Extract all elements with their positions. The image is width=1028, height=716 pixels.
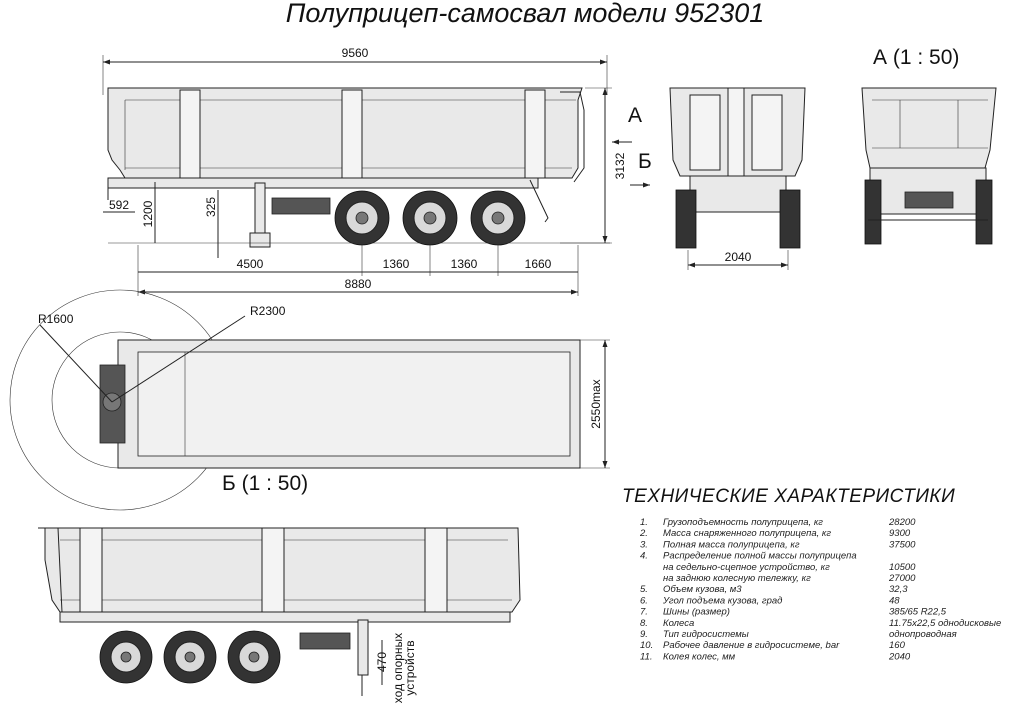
dim-frame-length: 8880 [345, 277, 372, 291]
specs-heading: ТЕХНИЧЕСКИЕ ХАРАКТЕРИСТИКИ [622, 486, 955, 507]
body-post [179, 89, 201, 179]
spec-number: 7. [640, 607, 648, 618]
spec-value: однопроводная [889, 629, 957, 640]
spec-row: 7. Шины (размер) 385/65 R22,5 [640, 607, 947, 618]
spec-label: Масса снаряженного полуприцепа, кг [663, 528, 831, 539]
spec-row: 11. Колея колес, мм 2040 [640, 651, 911, 662]
spec-label: Шины (размер) [663, 607, 730, 618]
dim-overall-length: 9560 [342, 46, 369, 60]
spec-value: 48 [889, 595, 900, 606]
radius-swing-label: R2300 [250, 304, 286, 318]
radius-front-label: R1600 [38, 312, 74, 326]
spec-value: 160 [889, 640, 906, 651]
dim-height: 3132 [613, 152, 627, 179]
dim-axle-spacing-1: 1360 [383, 257, 410, 271]
drawing-title: Полуприцеп-самосвал модели 952301 [286, 0, 765, 28]
spec-number: 6. [640, 595, 648, 606]
arrow-a-label: А [628, 104, 642, 127]
side-view: 9560 [102, 46, 627, 296]
dim-coupling-height: 1200 [141, 200, 155, 227]
support-travel-label-1: ход опорных [391, 633, 405, 703]
spec-number: 3. [640, 539, 648, 550]
spec-value: 32,3 [889, 584, 908, 595]
side-view-rear: 470 ход опорных устройств [38, 527, 521, 703]
spec-value: 9300 [889, 528, 911, 539]
spec-value: 2040 [888, 651, 911, 662]
spec-number: 1. [640, 517, 648, 528]
spec-number: 5. [640, 584, 648, 595]
view-b-title: Б (1 : 50) [222, 472, 308, 495]
spec-label: на заднюю колесную тележку, кг [663, 573, 811, 584]
dim-rear-overhang: 1660 [525, 257, 552, 271]
spec-row: на заднюю колесную тележку, кг 27000 [663, 573, 916, 584]
toolbox [271, 197, 331, 215]
spec-label: Объем кузова, м3 [663, 584, 742, 595]
spec-label: на седельно-сцепное устройство, кг [663, 562, 830, 573]
spec-label: Полная масса полуприцепа, кг [663, 539, 800, 550]
spec-value: 28200 [888, 517, 916, 528]
rear-axle-group-2 [99, 630, 281, 684]
spec-value: 10500 [889, 562, 916, 573]
arrow-b-label: Б [638, 150, 652, 173]
dim-support-travel: 470 [375, 652, 389, 672]
chassis-frame [107, 177, 539, 189]
support-travel-label-2: устройств [403, 640, 417, 695]
spec-label: Колея колес, мм [663, 651, 736, 662]
spec-row: 5. Объем кузова, м3 32,3 [640, 584, 908, 595]
spec-value: 37500 [889, 539, 916, 550]
spec-number: 4. [640, 551, 648, 562]
body-post [341, 89, 363, 179]
spec-number: 10. [640, 640, 653, 651]
spec-row: 3. Полная масса полуприцепа, кг 37500 [640, 539, 916, 550]
body-post [524, 89, 546, 179]
dim-axle-spacing-2: 1360 [451, 257, 478, 271]
rear-view [861, 87, 997, 245]
spec-number: 11. [640, 651, 653, 662]
dim-front-overhang: 592 [109, 198, 129, 212]
view-a-title: А (1 : 50) [873, 46, 959, 69]
spec-row: 10. Рабочее давление в гидросистеме, bar 1… [640, 640, 906, 651]
dim-track: 2040 [725, 250, 752, 264]
spec-number: 8. [640, 618, 648, 629]
spec-label: Грузоподъемность полуприцепа, кг [663, 517, 823, 528]
spec-number: 2. [639, 528, 648, 539]
landing-gear [254, 182, 266, 234]
spec-row: 6. Угол подъема кузова, град 48 [640, 595, 900, 606]
spec-label: Угол подъема кузова, град [662, 595, 782, 606]
dim-width: 2550max [589, 379, 603, 428]
spec-row: 2. Масса снаряженного полуприцепа, кг 9300 [639, 528, 911, 539]
spec-label: Тип гидросистемы [663, 629, 749, 640]
spec-number: 9. [640, 629, 648, 640]
spec-label: Распределение полной массы полуприцепа [663, 551, 857, 562]
dim-kingpin-to-axle: 4500 [237, 257, 264, 271]
spec-row: 1. Грузоподъемность полуприцепа, кг 28200 [640, 517, 916, 528]
spec-value: 385/65 R22,5 [889, 607, 947, 618]
rear-axle-group [334, 190, 526, 246]
dim-kingpin-offset: 325 [204, 197, 218, 217]
top-view: R1600 R2300 2550max [9, 289, 610, 511]
spec-row: 9. Тип гидросистемы однопроводная [640, 629, 957, 640]
spec-value: 11.75х22,5 однодисковые [889, 618, 1001, 629]
spec-row: 4. Распределение полной массы полуприцепа [640, 551, 857, 562]
front-view: 2040 [669, 87, 806, 270]
spec-label: Рабочее давление в гидросистеме, bar [663, 640, 840, 651]
spec-row: на седельно-сцепное устройство, кг 10500 [663, 562, 916, 573]
spec-label: Колеса [663, 618, 694, 629]
spec-row: 8. Колеса 11.75х22,5 однодисковые [640, 618, 1001, 629]
spec-value: 27000 [888, 573, 916, 584]
